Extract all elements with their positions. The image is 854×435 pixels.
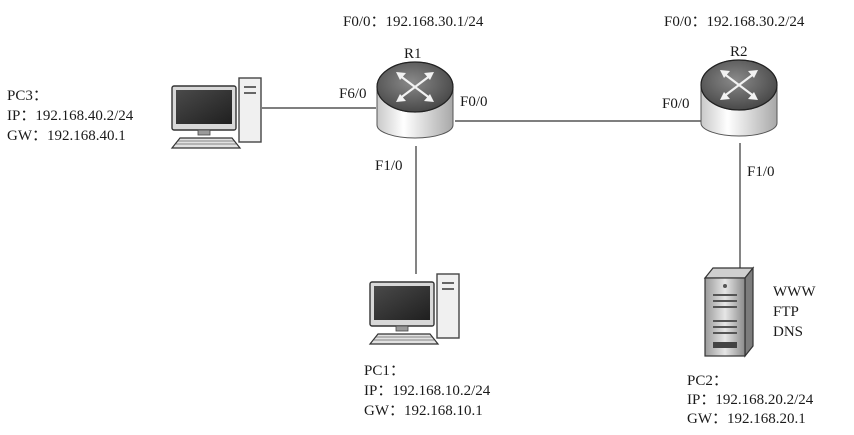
router-icon	[699, 58, 779, 138]
router-icon	[375, 60, 455, 140]
r1-f00-port-label: F0/0	[460, 94, 488, 110]
r2-f00-address-label: F0/0：192.168.30.2/24	[664, 14, 805, 30]
pc2-name-label: PC2：	[687, 373, 728, 389]
pc3-gateway-label: GW：192.168.40.1	[7, 128, 126, 144]
desktop-computer-icon	[369, 273, 460, 345]
pc1-gateway-label: GW：192.168.10.1	[364, 403, 483, 419]
r2-f00-port-label: F0/0	[662, 96, 690, 112]
pc1-name-label: PC1：	[364, 363, 405, 379]
router-r1	[375, 60, 455, 140]
pc3-computer	[171, 77, 262, 149]
r1-f10-port-label: F1/0	[375, 158, 403, 174]
desktop-computer-icon	[171, 77, 262, 149]
server-service-www: WWW	[773, 284, 816, 300]
pc1-ip-label: IP：192.168.10.2/24	[364, 383, 491, 399]
r1-name-label: R1	[404, 46, 422, 62]
pc2-ip-label: IP：192.168.20.2/24	[687, 392, 814, 408]
r2-name-label: R2	[730, 44, 748, 60]
pc3-name-label: PC3：	[7, 88, 48, 104]
pc2-gateway-label: GW：192.168.20.1	[687, 411, 806, 427]
server-service-ftp: FTP	[773, 304, 799, 320]
r2-f10-port-label: F1/0	[747, 164, 775, 180]
router-r2	[699, 58, 779, 138]
server-tower-icon	[703, 266, 755, 358]
pc1-computer	[369, 273, 460, 345]
network-links	[262, 107, 741, 274]
r1-f00-address-label: F0/0：192.168.30.1/24	[343, 14, 484, 30]
r1-f60-port-label: F6/0	[339, 86, 367, 102]
pc3-ip-label: IP：192.168.40.2/24	[7, 108, 134, 124]
server-service-dns: DNS	[773, 324, 804, 340]
